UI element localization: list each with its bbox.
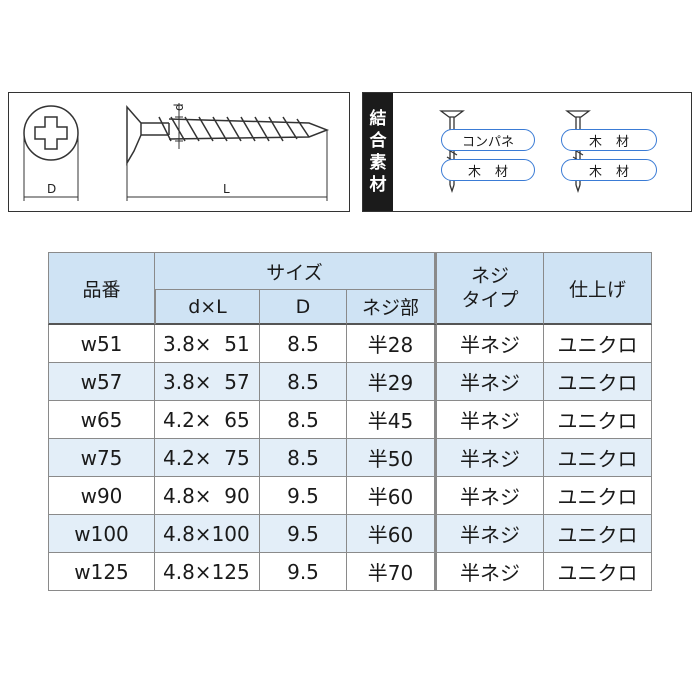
cell-thread-length: 半50 [347,439,437,477]
cell-thread-length: 半29 [347,363,437,401]
cell-dxl: 4.8×100 [155,515,260,553]
cell-dxl: 3.8× 51 [155,325,260,363]
joining-materials-panel: 結 合 素 材 コンパネ 木材 木材 木材 [362,92,692,212]
screw-dimension-diagram: D d L [8,92,350,212]
cell-thread-type: 半ネジ [437,515,544,553]
header-thread-type: ネジ タイプ [437,252,544,325]
cell-finish: ユニクロ [544,553,652,591]
material-pill-plywood: コンパネ [441,129,535,151]
cell-D: 9.5 [260,477,347,515]
header-finish: 仕上げ [544,252,652,325]
cell-dxl: 3.8× 57 [155,363,260,401]
cell-dxl: 4.2× 65 [155,401,260,439]
label-D: D [47,182,56,196]
cell-D: 8.5 [260,325,347,363]
cell-D: 9.5 [260,515,347,553]
cell-finish: ユニクロ [544,439,652,477]
cell-D: 9.5 [260,553,347,591]
cell-thread-type: 半ネジ [437,477,544,515]
cell-thread-type: 半ネジ [437,439,544,477]
cell-thread-length: 半70 [347,553,437,591]
material-pill-wood: 木材 [441,159,535,181]
header-size: サイズ [155,252,437,290]
cell-finish: ユニクロ [544,515,652,553]
cell-product-no: w90 [48,477,155,515]
joining-materials-heading: 結 合 素 材 [363,93,393,211]
material-pill-wood-top: 木材 [561,129,657,151]
screw-drawing: D d L [23,103,330,201]
cell-dxl: 4.8× 90 [155,477,260,515]
cell-thread-type: 半ネジ [437,553,544,591]
cell-thread-type: 半ネジ [437,363,544,401]
header-row-sub: d×L D ネジ部 [48,290,652,325]
header-dxl: d×L [155,290,260,325]
heading-char: 結 [369,109,387,129]
dimension-L [126,130,328,201]
header-row-top: 品番 サイズ ネジ タイプ 仕上げ [48,252,652,325]
cell-thread-length: 半60 [347,477,437,515]
header-thread-length: ネジ部 [347,290,437,325]
cell-D: 8.5 [260,401,347,439]
cell-dxl: 4.2× 75 [155,439,260,477]
screw-illustration-right [565,110,591,194]
material-pill-wood-bottom: 木材 [561,159,657,181]
cell-finish: ユニクロ [544,363,652,401]
heading-char: 素 [369,153,387,173]
cell-product-no: w100 [48,515,155,553]
cell-finish: ユニクロ [544,325,652,363]
cell-thread-length: 半60 [347,515,437,553]
heading-char: 合 [369,131,387,151]
cell-thread-type: 半ネジ [437,325,544,363]
cell-finish: ユニクロ [544,401,652,439]
screw-head-top-view [23,105,79,201]
cell-thread-length: 半45 [347,401,437,439]
heading-char: 材 [369,175,387,195]
cell-product-no: w51 [48,325,155,363]
cell-thread-type: 半ネジ [437,401,544,439]
cell-D: 8.5 [260,363,347,401]
header-product-no: 品番 [48,252,155,325]
cell-product-no: w57 [48,363,155,401]
screw-illustration-left [439,110,465,194]
label-L: L [223,182,230,196]
cell-dxl: 4.8×125 [155,553,260,591]
cell-product-no: w75 [48,439,155,477]
cell-product-no: w65 [48,401,155,439]
label-d: d [172,103,186,111]
cell-product-no: w125 [48,553,155,591]
cell-thread-length: 半28 [347,325,437,363]
dimension-d [175,103,183,149]
cell-finish: ユニクロ [544,477,652,515]
screw-side-view [126,105,330,166]
header-D: D [260,290,347,325]
cell-D: 8.5 [260,439,347,477]
